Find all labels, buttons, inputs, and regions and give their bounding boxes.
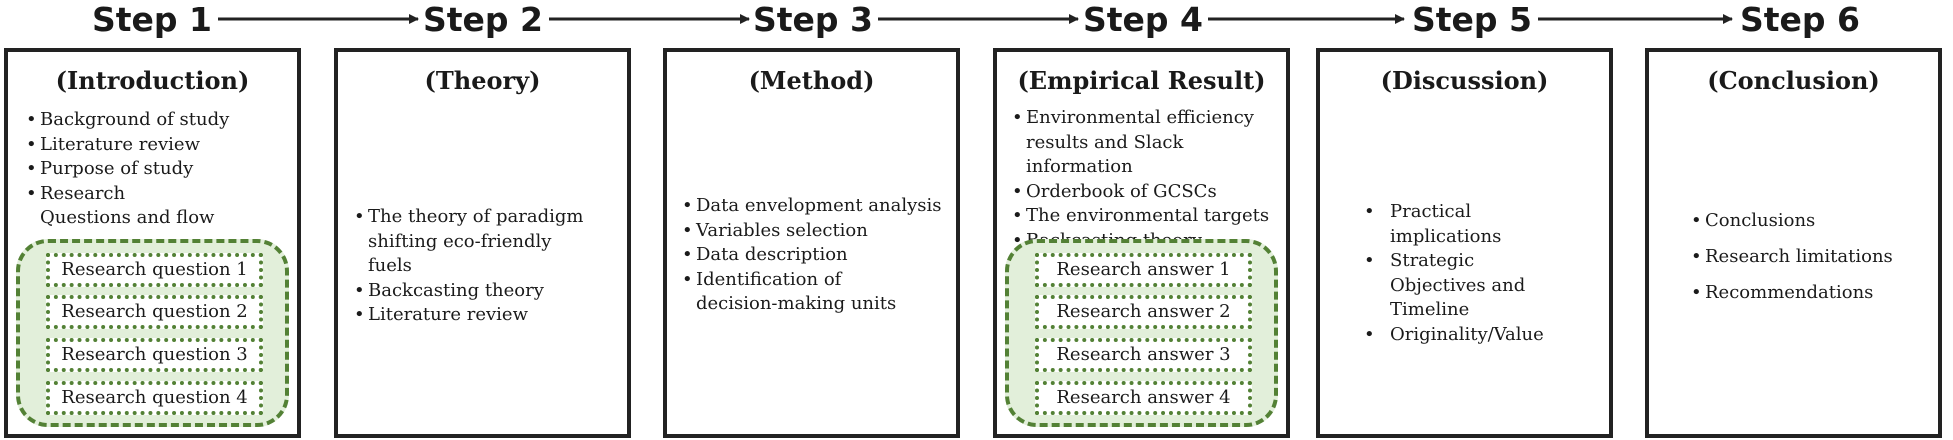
research-answer-box: Research answer 1 (1035, 253, 1252, 287)
step-label-4: Step 4 (1083, 0, 1203, 39)
box-title: (Discussion) (1380, 66, 1549, 95)
bullet-item: Research Questions and flow (26, 182, 220, 231)
bullet-item: Environmental efficiency results and Sla… (1012, 106, 1276, 180)
bullet-list: Environmental efficiency results and Sla… (1012, 106, 1284, 253)
bullet-list: Data envelopment analysis Variables sele… (682, 194, 944, 317)
research-answer-box: Research answer 3 (1035, 338, 1252, 372)
step-label-2: Step 2 (423, 0, 543, 39)
step-arrows (218, 14, 1733, 24)
step-label-6: Step 6 (1740, 0, 1860, 39)
step-box-conclusion: (Conclusion) Conclusions Research limita… (1645, 48, 1942, 438)
bullet-item: Data description (682, 243, 944, 268)
box-title: (Conclusion) (1707, 66, 1880, 95)
bullet-item: Variables selection (682, 219, 944, 244)
bullet-item: Data envelopment analysis (682, 194, 944, 219)
step-label-5: Step 5 (1412, 0, 1532, 39)
bullet-list: The theory of paradigm shifting eco-frie… (354, 205, 594, 328)
bullet-list: Conclusions Research limitations Recomme… (1691, 203, 1921, 311)
bullet-item: Strategic Objectives and Timeline (1364, 249, 1574, 323)
research-question-box: Research question 4 (46, 381, 263, 415)
research-question-box: Research question 3 (46, 338, 263, 372)
research-answer-box: Research answer 2 (1035, 295, 1252, 329)
bullet-item: Identification of decision-making units (682, 268, 926, 317)
bullet-item: Research limitations (1691, 239, 1921, 275)
bullet-item: Purpose of study (26, 157, 286, 182)
bullet-list: Background of study Literature review Pu… (26, 108, 286, 231)
step-box-method: (Method) Data envelopment analysis Varia… (663, 48, 960, 438)
bullet-item: Orderbook of GCSCs (1012, 180, 1284, 205)
step-label-3: Step 3 (753, 0, 873, 39)
box-title: (Introduction) (55, 66, 250, 95)
box-title: (Method) (748, 66, 875, 95)
bullet-item: Originality/Value (1364, 323, 1574, 348)
box-title: (Theory) (424, 66, 541, 95)
step-box-empirical-result: (Empirical Result) Environmental efficie… (993, 48, 1290, 438)
bullet-item: Literature review (354, 303, 594, 328)
step-box-introduction: (Introduction) Background of study Liter… (4, 48, 301, 438)
research-question-box: Research question 1 (46, 253, 263, 287)
research-question-box: Research question 2 (46, 295, 263, 329)
step-box-theory: (Theory) The theory of paradigm shifting… (334, 48, 631, 438)
research-answer-box: Research answer 4 (1035, 381, 1252, 415)
bullet-item: Literature review (26, 133, 286, 158)
bullet-item: The theory of paradigm shifting eco-frie… (354, 205, 594, 279)
bullet-list: Practical implications Strategic Objecti… (1364, 200, 1574, 347)
bullet-item: Background of study (26, 108, 286, 133)
bullet-item: Recommendations (1691, 275, 1921, 311)
bullet-item: Backcasting theory (354, 279, 594, 304)
bullet-item: Practical implications (1364, 200, 1574, 249)
step-label-1: Step 1 (92, 0, 212, 39)
bullet-item: Conclusions (1691, 203, 1921, 239)
bullet-item: The environmental targets (1012, 204, 1284, 229)
box-title: (Empirical Result) (1017, 66, 1266, 95)
step-box-discussion: (Discussion) Practical implications Stra… (1316, 48, 1613, 438)
